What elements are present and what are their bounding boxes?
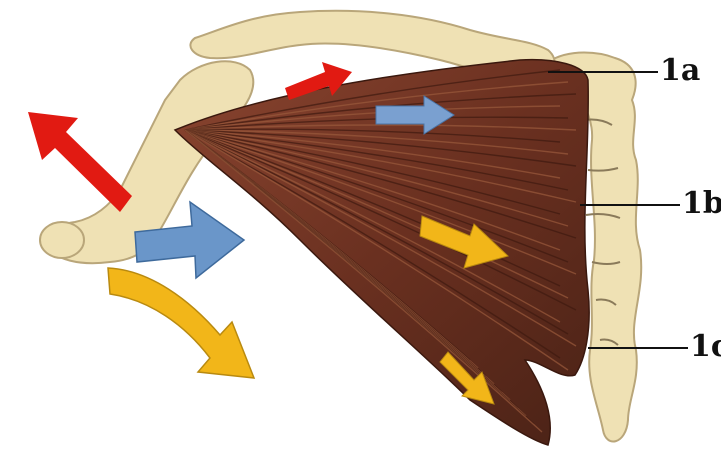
bone-knob	[40, 222, 84, 258]
leader-line-1b	[580, 204, 680, 206]
red-arrow-icon	[28, 112, 132, 212]
yellow-arrow-icon	[108, 268, 254, 378]
label-1c: 1c	[690, 332, 721, 362]
leader-line-1a	[548, 71, 658, 73]
label-1a: 1a	[660, 56, 700, 86]
label-1b: 1b	[682, 189, 721, 219]
leader-line-1c	[588, 347, 688, 349]
